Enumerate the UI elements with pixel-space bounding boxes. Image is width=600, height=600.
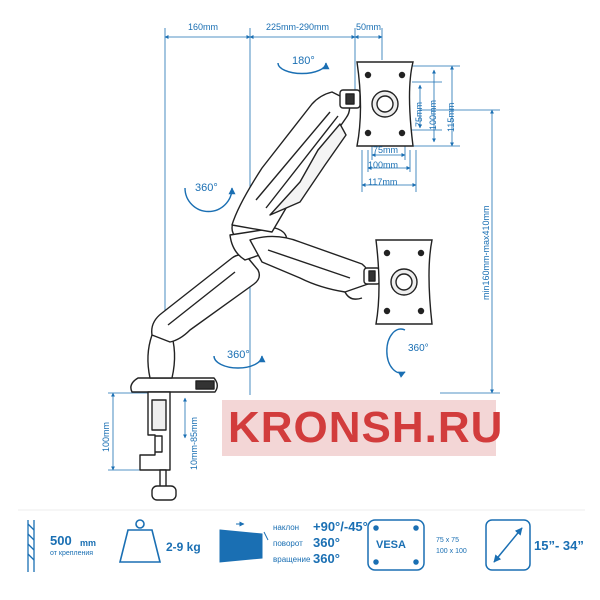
- plate-width-label: 117mm: [368, 177, 398, 187]
- vesa-icon-label: VESA: [376, 539, 406, 551]
- weight-icon-label: Kg: [131, 542, 146, 554]
- rotation-top-label: 180°: [292, 55, 315, 67]
- vesa-plate-bottom: [375, 239, 433, 325]
- wall-icon: [27, 520, 35, 572]
- mount-distance-unit: mm: [80, 538, 97, 548]
- mount-distance-value: 500: [50, 533, 72, 548]
- vesa-100-width-label: 100mm: [368, 160, 399, 170]
- rotate-value: 360°: [313, 551, 340, 566]
- dimension-lines: [108, 28, 500, 471]
- tilt-value: +90°/-45°: [313, 519, 368, 534]
- rotation-arrows: [184, 62, 406, 378]
- rotation-monitor-label: 360°: [408, 343, 429, 354]
- screen-size-value: 15”- 34”: [534, 538, 584, 553]
- vesa-100-value: 100 x 100: [436, 548, 467, 555]
- rotation-upper-label: 360°: [195, 182, 218, 194]
- weight-icon: [118, 519, 162, 563]
- vesa-plate-top: [356, 61, 414, 147]
- clamp-height-label: 100mm: [101, 421, 111, 452]
- arm-body: [130, 89, 381, 501]
- vesa-75-value: 75 x 75: [436, 537, 459, 544]
- rotate-label: вращение: [273, 555, 311, 564]
- screen-size-icon: [485, 519, 531, 571]
- watermark-band: [222, 400, 496, 456]
- vesa-icon: [367, 519, 425, 571]
- height-range-label: min160mm-max410mm: [481, 205, 491, 300]
- rotation-base-label: 360°: [227, 349, 250, 361]
- reach-mid-label: 225mm-290mm: [266, 22, 330, 32]
- watermark-text: KRONSH.RU: [228, 403, 504, 452]
- tilt-label: наклон: [273, 523, 300, 532]
- swivel-label: поворот: [273, 539, 303, 548]
- vesa-100-height-label: 100mm: [428, 99, 438, 130]
- mount-distance-note: от крепления: [50, 550, 94, 557]
- weight-range-value: 2-9 kg: [166, 540, 201, 554]
- clamp-thickness-label: 10mm-85mm: [189, 416, 199, 470]
- tilt-screen-icon: [219, 521, 269, 563]
- vesa-75-width-label: 75mm: [373, 145, 399, 155]
- reach-left-label: 160mm: [188, 22, 219, 32]
- plate-height-label: 115mm: [446, 102, 456, 132]
- vesa-75-height-label: 75mm: [414, 101, 424, 127]
- swivel-value: 360°: [313, 535, 340, 550]
- tilt-offset-label: 50mm: [356, 22, 382, 32]
